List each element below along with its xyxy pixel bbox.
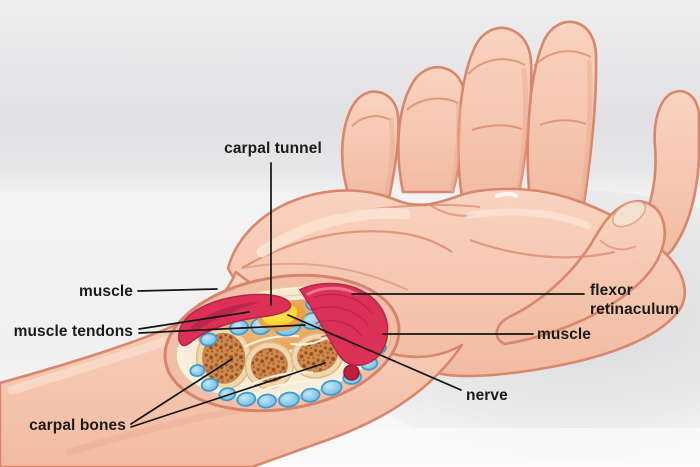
palm-highlights [256, 191, 592, 258]
artery-shape [343, 364, 360, 381]
finger-shadows [384, 59, 593, 202]
leader-lines [130, 162, 585, 428]
tendon-shape [320, 379, 343, 396]
wrist-crease [242, 262, 409, 291]
label-carpal-tunnel: carpal tunnel [224, 140, 322, 157]
tendon-shape [300, 387, 321, 403]
muscle-tendons-line-a [138, 311, 250, 330]
finger-creases [351, 50, 592, 131]
index-finger [526, 20, 598, 205]
label-muscle-right: muscle [537, 326, 592, 343]
label-carpal-bones: carpal bones [29, 417, 126, 434]
label-muscle-left: muscle [78, 283, 133, 300]
label-nerve: nerve [466, 387, 508, 404]
tendon-shape [199, 332, 218, 347]
tendon-shape [200, 377, 219, 392]
thumb-crease [599, 239, 637, 251]
nerve-line [287, 314, 462, 391]
tendon-shape [189, 364, 206, 378]
muscle-highlight [306, 286, 359, 296]
muscles-group [178, 282, 389, 366]
muscle-striations [310, 293, 374, 348]
muscle-tendons-line-b [138, 324, 306, 334]
label-flexor-retinaculum: flexor retinaculum [590, 282, 679, 318]
muscle-left-line [137, 288, 218, 292]
carpal-bones-line-b [130, 362, 326, 428]
thumb-nail [611, 200, 647, 228]
tendon-shape [257, 393, 277, 409]
muscle-left-shape [178, 293, 292, 347]
carpal-bones-line-a [130, 358, 233, 425]
label-muscle-tendons: muscle tendons [13, 323, 133, 340]
tendon-shape [236, 391, 257, 407]
muscle-right-shape [298, 282, 389, 366]
tendon-shape [278, 391, 300, 408]
